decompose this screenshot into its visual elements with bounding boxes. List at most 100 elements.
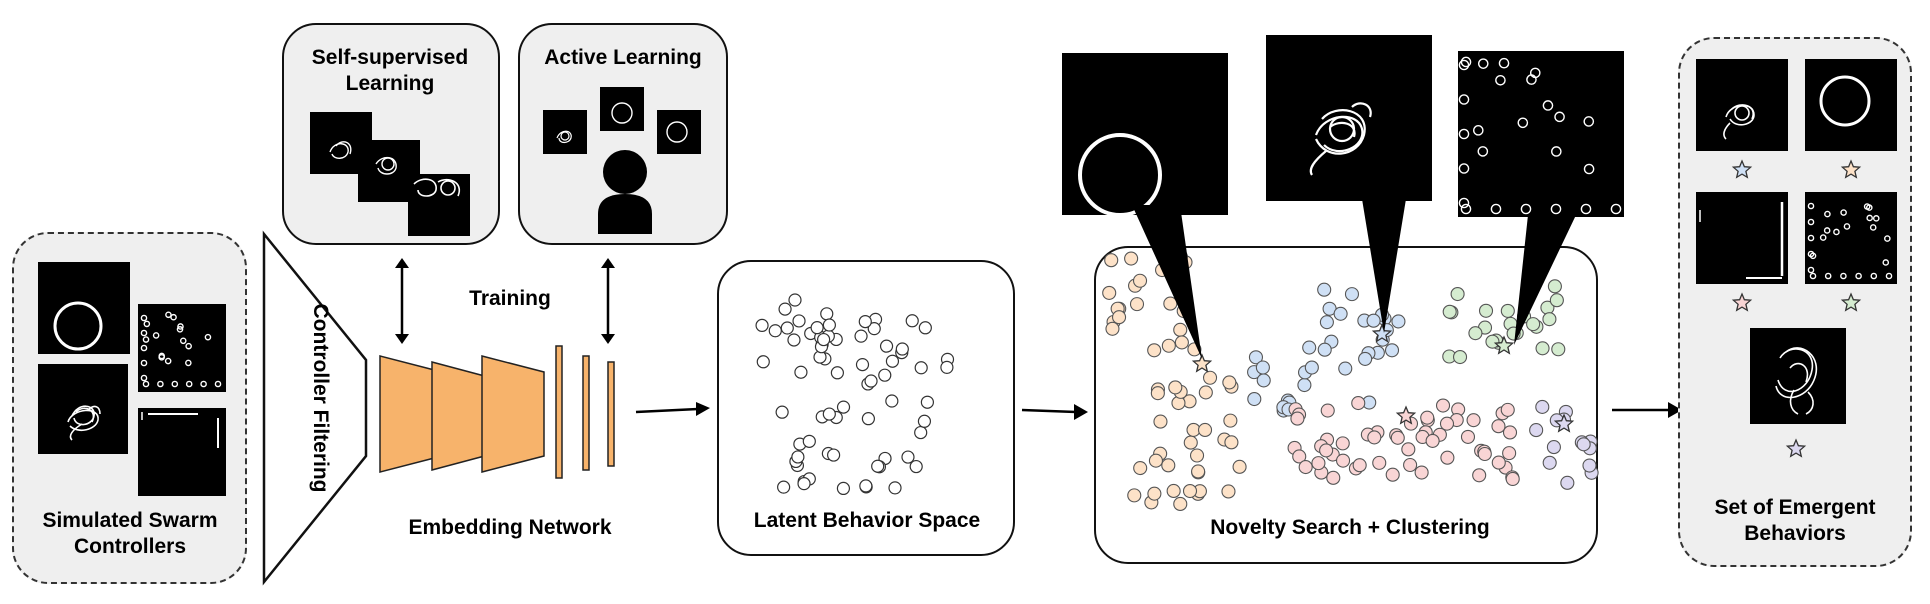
latent-point bbox=[802, 434, 816, 448]
cluster-point bbox=[1502, 446, 1517, 461]
latent-point bbox=[864, 374, 878, 388]
latent-point bbox=[917, 414, 932, 428]
cluster-point bbox=[1401, 442, 1416, 457]
arrow-icon bbox=[601, 258, 615, 344]
latent-point bbox=[827, 448, 841, 462]
star-marker-icon bbox=[1840, 159, 1862, 179]
self-supervised-label: Self-supervised Learning bbox=[311, 46, 469, 95]
swirl-behavior-icon bbox=[1750, 328, 1846, 424]
cluster-point bbox=[1478, 303, 1494, 318]
cluster-point bbox=[1183, 435, 1198, 450]
cluster-point bbox=[1256, 373, 1271, 388]
latent-space-label: Latent Behavior Space bbox=[753, 509, 981, 532]
cluster-point bbox=[1491, 455, 1506, 470]
cluster-point bbox=[1127, 488, 1142, 503]
cluster-point bbox=[1551, 342, 1566, 357]
latent-point bbox=[855, 358, 870, 372]
cluster-point bbox=[1385, 467, 1400, 482]
cluster-point bbox=[1442, 304, 1457, 319]
cluster-point bbox=[1232, 459, 1247, 474]
latent-point bbox=[914, 425, 928, 440]
cluster-point bbox=[1317, 342, 1332, 357]
cluster-point bbox=[1326, 470, 1341, 485]
star-marker-icon bbox=[1493, 335, 1515, 355]
training-label: Training bbox=[469, 287, 551, 310]
callout-pointers bbox=[1132, 199, 1576, 359]
simulated-controllers-label: Simulated Swarm Controllers bbox=[42, 509, 218, 558]
cluster-point bbox=[1148, 453, 1163, 468]
cluster-point bbox=[1102, 285, 1117, 300]
cluster-point bbox=[1202, 370, 1218, 385]
cluster-point bbox=[1153, 414, 1168, 429]
active-learning-label: Active Learning bbox=[544, 46, 702, 69]
cluster-point bbox=[1390, 430, 1405, 445]
cluster-point bbox=[1526, 317, 1541, 332]
latent-point bbox=[822, 318, 836, 332]
star-marker-icon bbox=[1785, 438, 1807, 458]
latent-point bbox=[885, 394, 899, 408]
latent-point bbox=[914, 361, 928, 375]
latent-point bbox=[810, 321, 824, 335]
cluster-point bbox=[1391, 314, 1406, 329]
latent-point bbox=[871, 459, 885, 473]
cluster-point bbox=[1367, 430, 1382, 445]
cluster-point bbox=[1297, 377, 1312, 393]
latent-points bbox=[755, 293, 955, 496]
cluster-point bbox=[1197, 422, 1213, 438]
cluster-point bbox=[1255, 360, 1270, 375]
ring-behavior-icon bbox=[1062, 53, 1228, 217]
cluster-point bbox=[1336, 453, 1351, 468]
cluster-point bbox=[1304, 360, 1319, 375]
cluster-point bbox=[1440, 450, 1455, 465]
latent-space-panel bbox=[717, 260, 1015, 556]
cluster-point bbox=[1435, 398, 1451, 413]
cluster-point bbox=[1319, 315, 1334, 330]
embedding-network-label: Embedding Network bbox=[408, 516, 612, 539]
latent-point bbox=[836, 400, 851, 414]
cluster-point bbox=[1542, 455, 1557, 470]
swirl-behavior-icon bbox=[1266, 35, 1432, 201]
cluster-point bbox=[1132, 273, 1148, 288]
emergent-behaviors-label: Set of Emergent Behaviors bbox=[1714, 496, 1876, 545]
latent-point bbox=[878, 368, 892, 382]
cluster-point bbox=[1500, 402, 1515, 417]
star-marker-icon bbox=[1731, 159, 1862, 458]
dispersal-behavior-icon bbox=[138, 304, 226, 392]
cluster-point bbox=[1468, 326, 1483, 341]
arrow-icon bbox=[635, 402, 710, 416]
cluster-point bbox=[1460, 429, 1476, 444]
cluster-point bbox=[1105, 321, 1120, 336]
latent-point bbox=[940, 360, 954, 374]
latent-point bbox=[778, 302, 792, 316]
latent-point bbox=[858, 314, 872, 329]
arrow-icon bbox=[1021, 404, 1088, 420]
cluster-point bbox=[1319, 443, 1334, 458]
cluster-point bbox=[1182, 483, 1198, 499]
latent-point bbox=[861, 412, 875, 426]
cluster-point bbox=[1298, 460, 1313, 475]
cluster-point bbox=[1147, 343, 1162, 358]
person-icon bbox=[598, 150, 652, 234]
cluster-point bbox=[1547, 279, 1562, 294]
cluster-point bbox=[1420, 410, 1435, 425]
cluster-point bbox=[1129, 297, 1145, 312]
novelty-clusters bbox=[1102, 249, 1599, 512]
cluster-point bbox=[1472, 468, 1487, 483]
cluster-point bbox=[1247, 391, 1262, 407]
latent-point bbox=[755, 318, 769, 333]
cluster-point bbox=[1414, 465, 1429, 480]
controller-filter-funnel bbox=[262, 230, 368, 586]
cluster-point bbox=[1351, 396, 1366, 411]
cluster-point bbox=[1505, 471, 1520, 487]
cluster-point bbox=[1384, 343, 1400, 358]
cluster-point bbox=[1166, 483, 1181, 499]
cluster-point bbox=[1320, 403, 1335, 418]
latent-point bbox=[817, 332, 831, 347]
cluster-point bbox=[1485, 334, 1500, 349]
latent-point bbox=[905, 314, 919, 328]
latent-point bbox=[822, 407, 836, 421]
cluster-point bbox=[1124, 251, 1139, 266]
ring-behavior-icon bbox=[38, 262, 130, 354]
cluster-point bbox=[1168, 380, 1183, 395]
novelty-panel bbox=[1094, 246, 1598, 564]
